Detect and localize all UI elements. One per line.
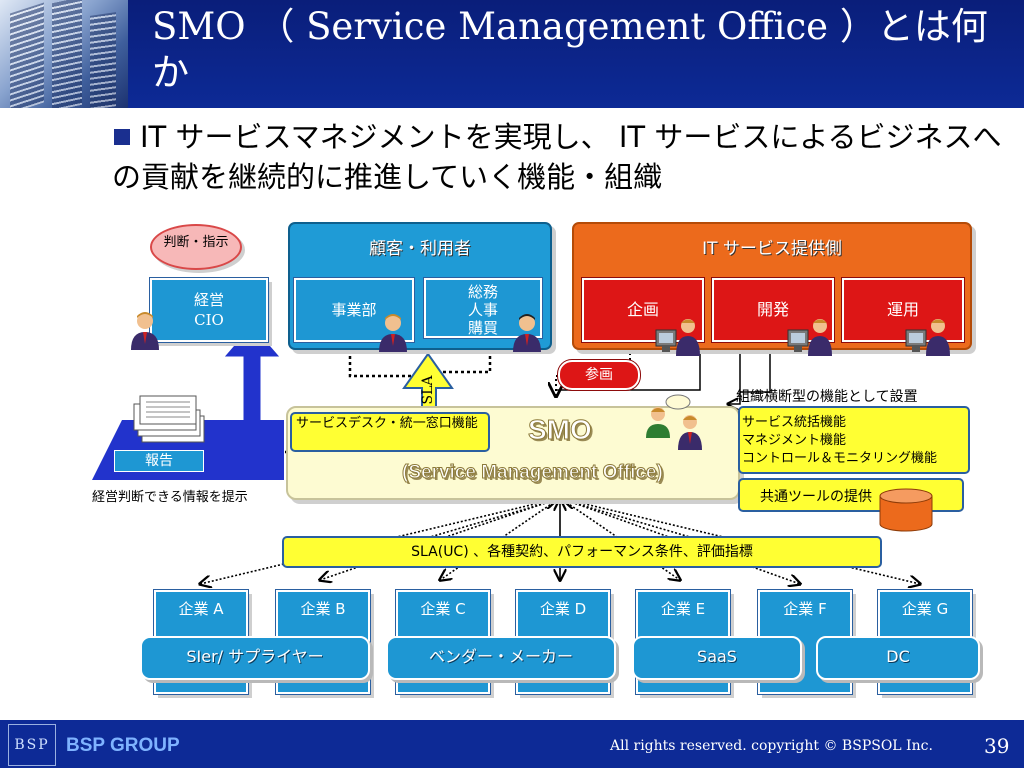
judgment-label: 判断・指示 — [163, 235, 229, 250]
judgment-bubble: 判断・指示 — [150, 224, 242, 270]
bsp-logo-text: BSP — [14, 737, 50, 753]
service-functions-box: サービス統括機能 マネジメント機能 コントロール＆モニタリング機能 — [738, 406, 970, 474]
vendor-group-dc: DC — [816, 636, 980, 680]
purchasing-label: 購買 — [467, 319, 498, 337]
service-desk-box: サービスデスク・統一窓口機能 — [290, 412, 490, 452]
vendor-group-label: ベンダー・メーカー — [428, 647, 573, 666]
people-meeting-icon — [646, 394, 702, 450]
participate-label: 参画 — [585, 367, 613, 383]
slide-footer — [0, 720, 1024, 768]
computer-user-icon — [655, 319, 700, 356]
database-icon — [879, 488, 933, 532]
operations-box: 運用 — [841, 277, 965, 343]
vendor-group-sier: SIer/ サプライヤー — [140, 636, 370, 680]
bsp-logo: BSP — [8, 724, 56, 766]
company-label: 企業 G — [901, 600, 949, 618]
mgmt-cio-box: 経営 CIO — [149, 277, 269, 343]
company-label: 企業 A — [178, 600, 224, 618]
copyright-text: All rights reserved. copyright © BSPSOL … — [610, 738, 933, 754]
participate-badge: 参画 — [557, 359, 641, 391]
common-tools-label: 共通ツールの提供 — [760, 489, 872, 505]
general-affairs-label: 総務 — [467, 283, 498, 301]
business-unit-label: 事業部 — [331, 301, 377, 319]
cross-org-label: 組織横断型の機能として設置 — [736, 389, 918, 405]
customer-group-title: 顧客・利用者 — [369, 239, 471, 259]
vendor-group-vendor-maker: ベンダー・メーカー — [386, 636, 616, 680]
person-icon — [513, 314, 541, 352]
company-label: 企業 D — [539, 600, 587, 618]
mgmt-label: 経営 — [193, 291, 224, 309]
building-image — [0, 0, 128, 108]
person-icon — [131, 312, 159, 350]
mgmt-info-label: 経営判断できる情報を提示 — [92, 490, 248, 505]
vendor-group-saas: SaaS — [632, 636, 802, 680]
business-unit-box: 事業部 — [293, 277, 415, 343]
vendor-group-label: SIer/ サプライヤー — [186, 647, 324, 666]
development-box: 開発 — [711, 277, 835, 343]
bullet-text: IT サービスマネジメントを実現し、 IT サービスによるビジネスへの貢献を継続… — [112, 117, 1012, 197]
provider-group-title: IT サービス提供側 — [702, 239, 842, 259]
control-monitoring-label: コントロール＆モニタリング機能 — [742, 451, 938, 466]
report-label: 報告 — [145, 453, 173, 469]
cio-label: CIO — [194, 311, 224, 329]
management-label: マネジメント機能 — [742, 433, 847, 448]
smo-title: SMO — [528, 414, 593, 446]
brand-name: BSP GROUP — [66, 735, 180, 756]
slide-title: SMO （ Service Management Office ）とは何か — [152, 5, 988, 94]
planning-label: 企画 — [626, 300, 659, 319]
operations-label: 運用 — [886, 300, 919, 319]
service-integration-label: サービス統括機能 — [742, 415, 847, 430]
sla-label: SLA — [420, 375, 436, 405]
smo-subtitle: (Service Management Office) — [402, 462, 664, 484]
slide-header — [0, 0, 1024, 108]
company-label: 企業 B — [300, 600, 346, 618]
vendor-group-label: SaaS — [697, 647, 737, 666]
computer-user-icon — [905, 319, 950, 356]
development-label: 開発 — [756, 300, 789, 319]
sla-uc-bar: SLA(UC) 、各種契約、パフォーマンス条件、評価指標 — [282, 536, 882, 568]
company-label: 企業 F — [783, 600, 827, 618]
computer-user-icon — [787, 319, 832, 356]
page-number: 39 — [984, 734, 1010, 758]
company-label: 企業 E — [660, 600, 706, 618]
person-icon — [379, 314, 407, 352]
sla-uc-label: SLA(UC) 、各種契約、パフォーマンス条件、評価指標 — [411, 544, 753, 560]
bullet-marker — [114, 129, 130, 145]
company-label: 企業 C — [420, 600, 466, 618]
vendor-group-label: DC — [886, 647, 910, 666]
service-desk-label: サービスデスク・統一窓口機能 — [296, 416, 478, 431]
hr-label: 人事 — [467, 301, 498, 319]
document-stack-icon — [133, 395, 205, 443]
bullet-label: IT サービスマネジメントを実現し、 IT サービスによるビジネスへの貢献を継続… — [112, 120, 1002, 194]
report-label-box: 報告 — [114, 450, 204, 472]
